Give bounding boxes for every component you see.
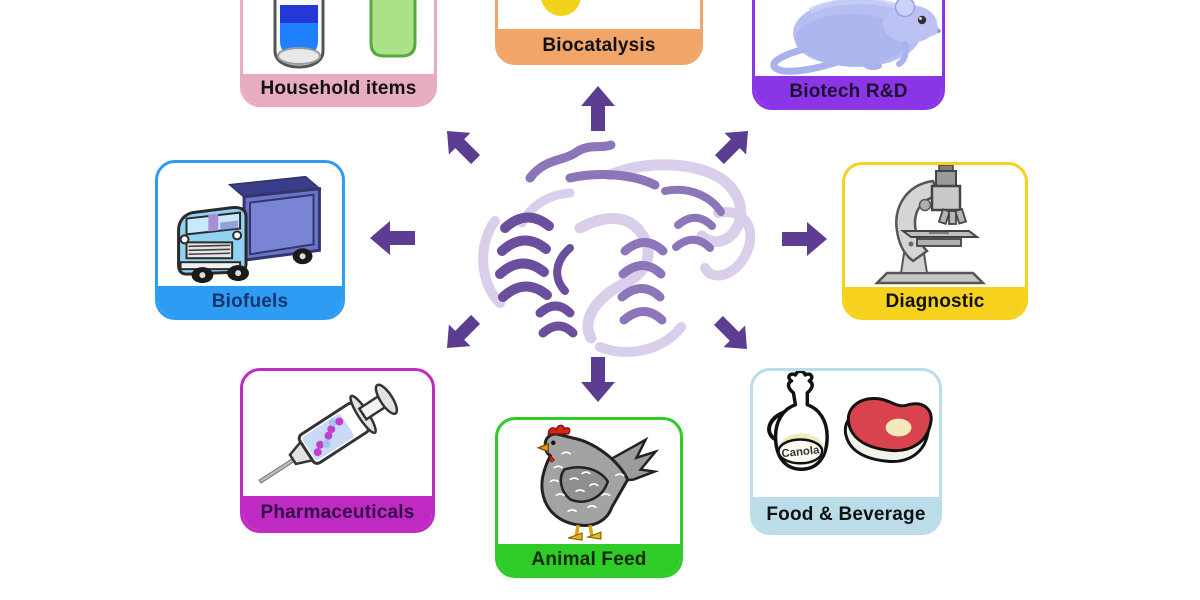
arrow-to-animal-feed	[579, 357, 617, 403]
card-biotech-rd: Biotech R&D	[752, 0, 945, 110]
delivery-truck-icon	[177, 175, 322, 284]
chicken-icon	[536, 424, 660, 541]
arrow-to-pharmaceuticals	[434, 307, 487, 360]
arrow-to-household-items	[434, 118, 487, 171]
card-household-items: Household items	[240, 0, 437, 107]
canola-bottle-label: Canola	[781, 444, 821, 460]
arrow-to-diagnostic	[782, 220, 828, 258]
card-diagnostic: Diagnostic	[842, 162, 1028, 320]
animal-feed-art	[498, 420, 680, 544]
biotech-rd-label: Biotech R&D	[755, 76, 942, 107]
protein-ribbon-graphic	[450, 133, 755, 358]
household-items-label: Household items	[243, 74, 434, 104]
egg-yolk-icon	[541, 0, 581, 16]
arrow-to-biocatalysis	[579, 85, 617, 131]
biotech-rd-art	[755, 0, 942, 76]
biocatalysis-art	[498, 0, 700, 29]
card-food-beverage: Canola Food & Beverage	[750, 368, 942, 535]
arrow-to-food-beverage	[706, 308, 759, 361]
arrow-to-biofuels	[369, 219, 415, 257]
biofuels-art	[158, 163, 342, 286]
card-biofuels: Biofuels	[155, 160, 345, 320]
animal-feed-label: Animal Feed	[498, 544, 680, 575]
diagnostic-label: Diagnostic	[845, 287, 1025, 317]
household-items-art	[243, 0, 434, 74]
biofuels-label: Biofuels	[158, 286, 342, 317]
diagnostic-art	[845, 165, 1025, 287]
enzyme-protein-ribbon-icon	[478, 140, 755, 357]
detergent-bottles-icon	[273, 0, 417, 69]
card-animal-feed: Animal Feed	[495, 417, 683, 578]
food-beverage-art: Canola	[753, 371, 939, 497]
pharmaceuticals-art	[243, 371, 432, 496]
canola-oil-and-steak-icon: Canola	[767, 371, 933, 471]
food-beverage-label: Food & Beverage	[753, 497, 939, 532]
arrow-to-biotech-rd	[707, 118, 760, 171]
pharmaceuticals-label: Pharmaceuticals	[243, 496, 432, 530]
syringe-icon	[258, 383, 399, 484]
card-biocatalysis: Biocatalysis	[495, 0, 703, 65]
lab-mouse-icon	[770, 0, 941, 75]
biocatalysis-label: Biocatalysis	[498, 29, 700, 62]
card-pharmaceuticals: Pharmaceuticals	[240, 368, 435, 533]
microscope-icon	[873, 165, 987, 285]
